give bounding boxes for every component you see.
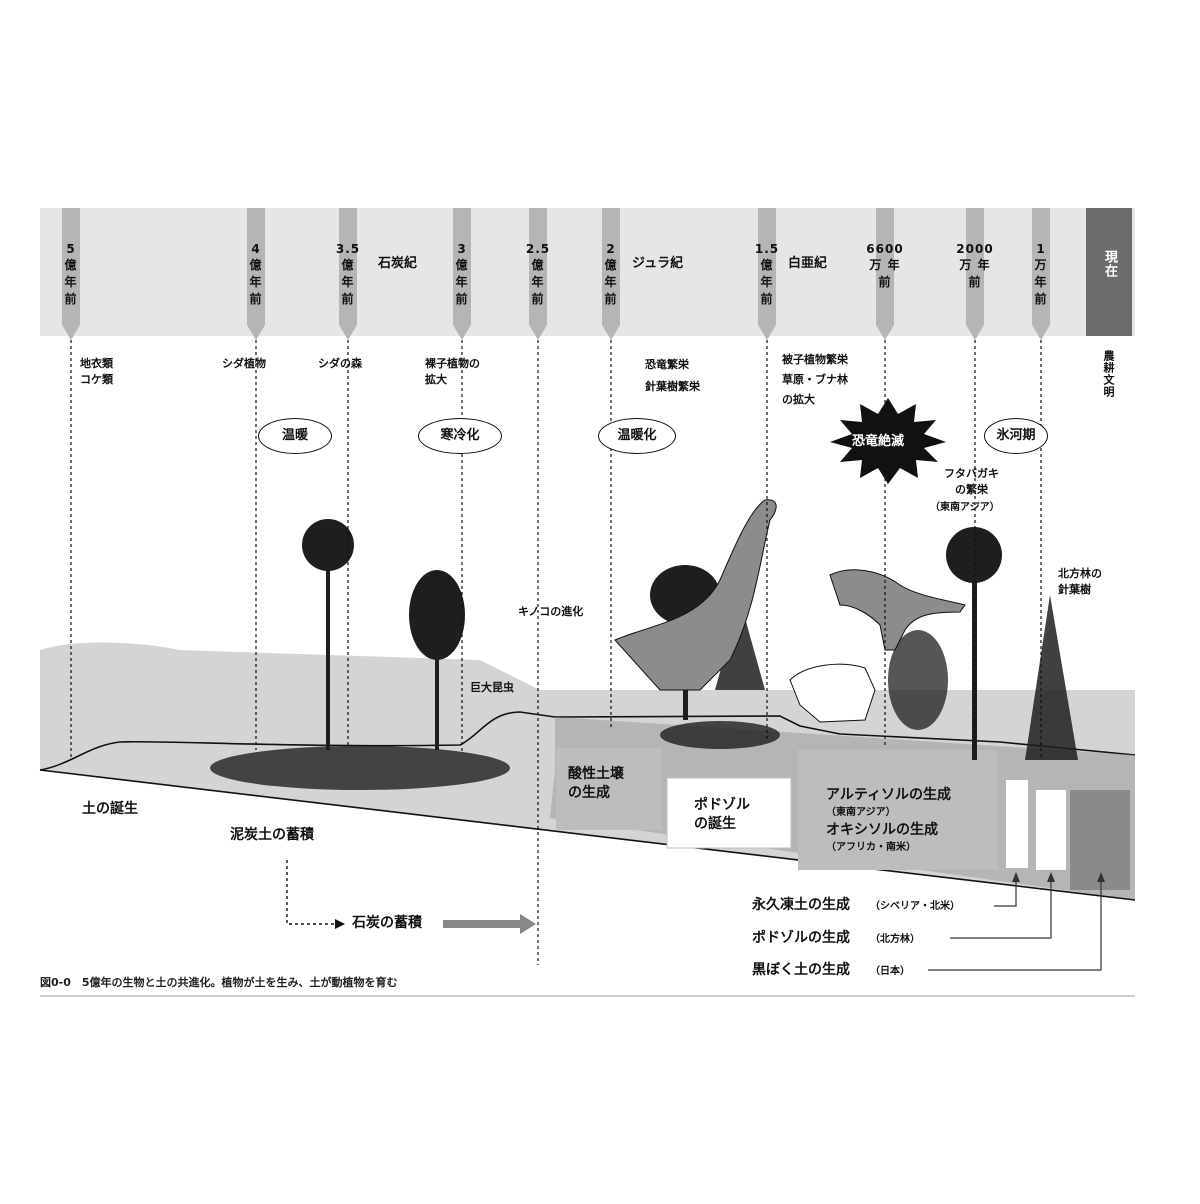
fern-forest-debris — [210, 746, 510, 790]
timeline-marker-tab — [247, 208, 265, 340]
conifer-tree-1 — [715, 600, 765, 690]
lichen-label: 地衣類 コケ類 — [80, 357, 113, 386]
boreal-label: 北方林の 針葉樹 — [1058, 567, 1102, 596]
oxisol-label: オキシソルの生成 — [826, 822, 938, 838]
timeline-marker-tab — [602, 208, 620, 340]
dipterocarp-label: フタバガキ の繁栄 — [944, 467, 999, 496]
permafrost-pointer — [994, 876, 1017, 907]
coal-label: 石炭の蓄積 — [352, 915, 422, 931]
sauropod — [614, 499, 777, 691]
podzol-gen-pointer-head — [1047, 872, 1055, 882]
marker-label-10ka: 1 万 年 前 — [1034, 242, 1048, 306]
dinosaur-conifer-label: 恐竜繁栄 針葉樹繁栄 — [645, 358, 700, 393]
fern-plants-label: シダ植物 — [222, 357, 266, 370]
permafrost-pointer-head — [1012, 872, 1020, 882]
extinction-starburst — [830, 398, 946, 484]
tall-tree-crown — [946, 527, 1002, 583]
marker-label-66ma: 6600 万 年 前 — [866, 242, 904, 289]
marker-label-200ma: 2 億 年 前 — [604, 242, 618, 306]
warm-pill-1: 温暖 — [258, 418, 332, 454]
acidic-soil-block — [556, 748, 662, 830]
coal-arrow-head — [520, 914, 536, 934]
andosol-label: 黒ぼく土の生成 — [752, 962, 850, 978]
permafrost-region-label: （シベリア・北米） — [870, 901, 960, 912]
dipterocarp-region-label: （東南アジア） — [930, 502, 1000, 513]
marker-label-20ma: 2000 万 年 前 — [956, 242, 994, 289]
acidic-soil-label: 酸性土壌 の生成 — [568, 766, 624, 801]
permafrost-label: 永久凍土の生成 — [752, 897, 850, 913]
podzol-gen-region-label: （北方林） — [870, 934, 920, 945]
gymnosperm-trunk — [435, 620, 439, 750]
soil-surface-line — [39, 711, 1136, 771]
jurassic-label: ジュラ紀 — [632, 256, 684, 271]
marker-label-300ma: 3 億 年 前 — [455, 242, 469, 306]
podzol-gen-soil-block — [1036, 790, 1066, 870]
ice-age-pill: 氷河期 — [984, 418, 1048, 454]
timeline-marker-tab — [453, 208, 471, 340]
timeline-marker-tab — [1032, 208, 1050, 340]
gymnosperm-label: 裸子植物の 拡大 — [425, 357, 480, 386]
podzol-gen-pointer — [950, 876, 1052, 939]
timeline-marker-tab — [876, 208, 894, 340]
broadleaf-bush — [888, 630, 948, 730]
timeline-marker-tab — [529, 208, 547, 340]
andosol-region-label: （日本） — [870, 966, 910, 977]
peat-label: 泥炭土の蓄積 — [230, 827, 314, 843]
andosol-soil-block — [1070, 790, 1130, 890]
ultisol-soil-block — [798, 750, 998, 870]
agriculture-label: 農耕文明 — [1102, 350, 1115, 398]
podzol-gen-label: ポドゾルの生成 — [752, 930, 850, 946]
soil-base-line — [39, 769, 1136, 901]
marker-label-250ma: 2.5 億 年 前 — [525, 242, 551, 306]
ultisol-region-label: （東南アジア） — [826, 807, 896, 818]
dinosaurs — [614, 499, 966, 723]
podzol-label: ポドゾル の誕生 — [694, 797, 750, 832]
fern-tree-trunk — [326, 560, 330, 750]
angiosperm-label: 被子植物繁栄 草原・ブナ林 の拡大 — [782, 353, 848, 406]
marker-label-500ma: 5 億 年 前 — [64, 242, 78, 306]
tyrannosaurus — [829, 569, 966, 651]
carboniferous-label: 石炭紀 — [378, 256, 418, 271]
boreal-conifer-tree — [1025, 595, 1078, 760]
triceratops — [789, 663, 876, 723]
timeline-marker-tab — [339, 208, 357, 340]
cretaceous-label: 白亜紀 — [788, 256, 828, 271]
present-label: 現在 — [1102, 250, 1117, 278]
marker-label-150ma: 1.5 億 年 前 — [754, 242, 780, 306]
andosol-pointer — [928, 876, 1102, 971]
coal-arrow-shaft — [443, 920, 521, 928]
cold-pill: 寒冷化 — [418, 418, 502, 454]
fern-forest-label: シダの森 — [318, 357, 362, 370]
gymnosperm-crown — [409, 570, 465, 660]
timeline-marker-tab — [62, 208, 80, 340]
fern-tree-crown — [302, 519, 354, 571]
andosol-pointer-head — [1097, 872, 1105, 882]
peat-to-coal-dashed-arrow — [286, 860, 335, 925]
timeline-marker-tab — [966, 208, 984, 340]
tall-tree-trunk — [972, 575, 977, 760]
giant-insect-label: 巨大昆虫 — [470, 681, 514, 694]
ultisol-label: アルティソルの生成 — [826, 787, 952, 803]
soil-birth-label: 土の誕生 — [82, 801, 138, 817]
marker-label-400ma: 4 億 年 前 — [249, 242, 263, 306]
timeline-band — [40, 208, 1135, 336]
timeline-marker-tab — [758, 208, 776, 340]
peat-to-coal-arrow-head — [335, 919, 345, 929]
figure-caption: 図0-0 5億年の生物と土の共進化。植物が土を生み、土が動植物を育む — [40, 976, 398, 989]
oxisol-region-label: （アフリカ・南米） — [826, 842, 916, 853]
plant-silhouettes — [210, 519, 1078, 790]
present-block — [1086, 208, 1132, 336]
permafrost-soil-block — [1006, 780, 1028, 868]
podzol-soil-block — [666, 777, 792, 849]
dino-era-ground-plants — [660, 721, 780, 749]
mushroom-label: キノコの進化 — [518, 605, 584, 618]
marker-label-350ma: 3.5 億 年 前 — [335, 242, 361, 306]
extinction-label: 恐竜絶滅 — [852, 434, 905, 449]
warm-pill-2: 温暖化 — [598, 418, 676, 454]
